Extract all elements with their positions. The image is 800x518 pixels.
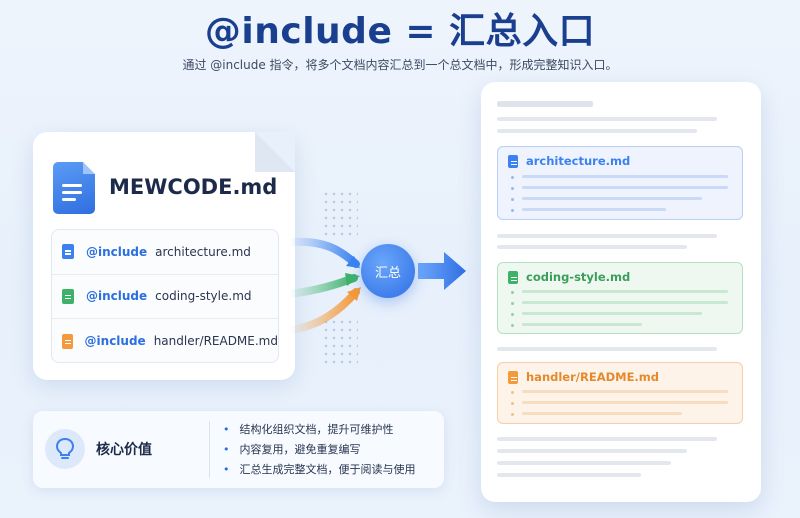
section-architecture: architecture.md [497,146,743,220]
document-icon [53,162,95,214]
text-line [522,290,728,293]
include-list: @include architecture.md @include coding… [51,229,279,363]
divider [209,421,210,478]
arrow-coding-style [286,274,358,298]
text-line [497,129,697,133]
section-title: coding-style.md [526,270,631,284]
bullet [511,291,514,294]
include-file: coding-style.md [155,289,252,304]
text-line [497,117,717,121]
arrow-head-architecture [346,256,360,268]
file-icon [508,370,518,384]
arrow-architecture [286,237,360,268]
page-subtitle: 通过 @include 指令，将多个文档内容汇总到一个总文档中，形成完整知识入口… [182,58,618,72]
file-icon [508,154,518,168]
text-line [497,437,717,441]
text-line [522,301,728,304]
include-row[interactable]: @include coding-style.md [52,275,278,320]
include-row[interactable]: @include architecture.md [52,230,278,275]
text-line [522,401,728,404]
core-value-list: 结构化组织文档，提升可维护性 内容复用，避免重复编写 汇总生成完整文档，便于阅读… [223,420,416,480]
bullet [511,391,514,394]
section-title: architecture.md [526,154,631,168]
bullet [511,413,514,416]
text-line [497,473,641,477]
text-line [497,449,687,453]
list-item: 汇总生成完整文档，便于阅读与使用 [223,460,416,480]
section-header: handler/README.md [508,370,659,384]
lightbulb-icon [45,429,85,469]
dot-grid-bottom [322,318,358,368]
section-header: architecture.md [508,154,630,168]
file-icon [62,244,74,260]
arrow-head-handler [347,287,361,301]
include-file: architecture.md [155,244,251,259]
text-line [522,412,682,415]
bullet [511,324,514,327]
bullet [511,313,514,316]
text-line [497,101,593,107]
include-keyword: @include [86,244,148,259]
text-line [497,347,717,351]
include-file: handler/README.md [153,334,278,349]
dot-grid-top [322,190,358,240]
section-handler-readme: handler/README.md [497,362,743,424]
core-value-box: 核心价值 结构化组织文档，提升可维护性 内容复用，避免重复编写 汇总生成完整文档… [33,411,444,488]
file-icon [62,288,74,304]
text-line [522,175,728,178]
list-item: 结构化组织文档，提升可维护性 [223,420,416,440]
arrow-to-doc [418,252,466,290]
text-line [497,234,717,238]
text-line [522,197,702,200]
include-keyword: @include [84,334,146,349]
text-line [522,312,702,315]
section-header: coding-style.md [508,270,630,284]
text-line [497,245,687,249]
section-coding-style: coding-style.md [497,262,743,334]
bullet [511,402,514,405]
file-icon [62,333,73,349]
text-line [522,390,728,393]
page-title: @include = 汇总入口 [204,11,596,52]
arrow-head-coding-style [345,273,360,286]
bullet [511,187,514,190]
text-line [522,323,642,326]
bullet [511,302,514,305]
bullet [511,209,514,212]
section-title: handler/README.md [526,370,660,384]
source-file-card: MEWCODE.md @include architecture.md @inc… [33,132,295,380]
include-row[interactable]: @include handler/README.md [52,319,278,364]
source-file-name: MEWCODE.md [109,175,278,199]
text-line [522,186,728,189]
bullet [511,176,514,179]
merged-document: architecture.md coding-style.md handler/… [481,82,761,502]
text-line [522,208,666,211]
list-item: 内容复用，避免重复编写 [223,440,416,460]
merge-hub: 汇总 [361,244,415,298]
page-fold [255,132,295,172]
text-line [497,461,671,465]
file-icon [508,270,518,284]
bullet [511,198,514,201]
include-keyword: @include [86,289,148,304]
core-value-title: 核心价值 [96,442,152,458]
